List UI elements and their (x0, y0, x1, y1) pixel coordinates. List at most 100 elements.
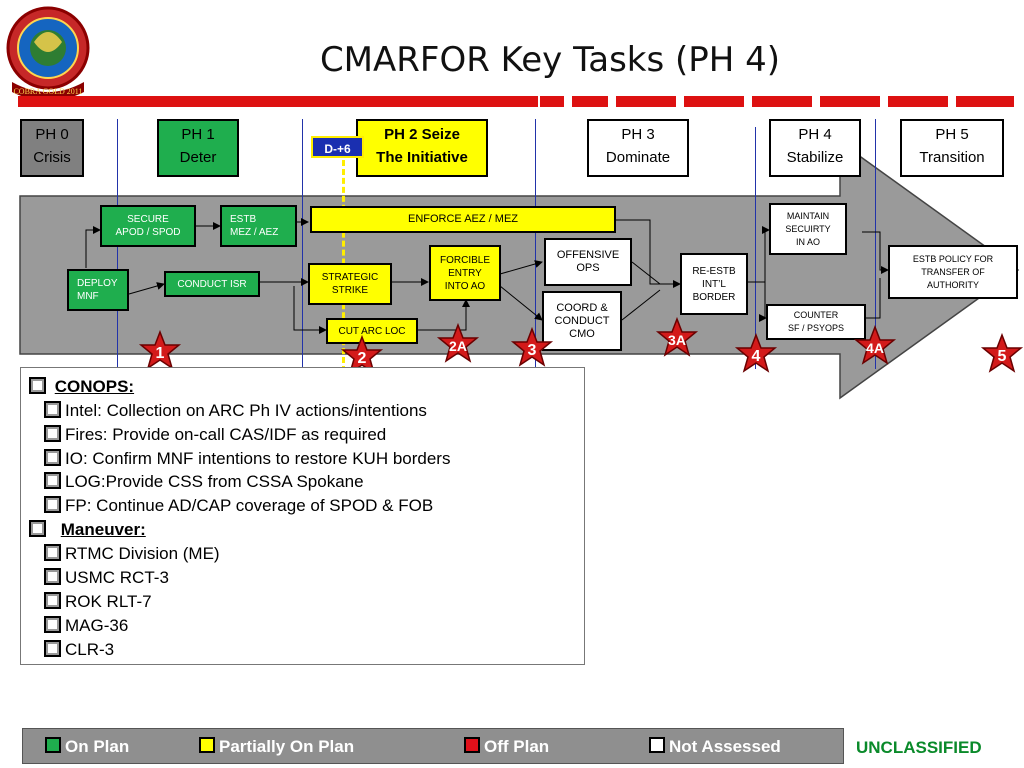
task-line: STRATEGIC (321, 272, 379, 283)
phase-line2: Transition (919, 149, 985, 166)
task-line: SECUIRTY (785, 223, 831, 234)
band-segment (572, 96, 608, 107)
task-line: TRANSFER OF (921, 266, 985, 277)
checkbox-icon (44, 472, 61, 489)
checkbox-icon (44, 425, 61, 442)
checkbox-icon (44, 592, 61, 609)
phase-1: PH 1 Deter (157, 119, 239, 177)
task-strategic-strike: STRATEGIC STRIKE (308, 263, 392, 305)
band-segment (956, 96, 1014, 107)
conops-item: FP: Continue AD/CAP coverage of SPOD & F… (44, 496, 433, 516)
phase-line1: PH 0 (35, 126, 69, 143)
checkbox-icon (44, 568, 61, 585)
red-square-icon (464, 737, 480, 753)
checkbox-icon (44, 496, 61, 513)
checkbox-icon (29, 377, 46, 394)
phase-divider (875, 119, 876, 369)
phase-line1: PH 1 (181, 126, 215, 143)
legend-label: Not Assessed (669, 737, 781, 756)
decision-point-stars: 1 2 2A 3 3A 4 4A 5 (140, 318, 1022, 374)
band-segment (888, 96, 948, 107)
band-segment (540, 96, 564, 107)
task-line: DEPLOY (77, 278, 118, 289)
classification-label: UNCLASSIFIED (856, 738, 982, 757)
legend-off-plan: Off Plan (464, 737, 549, 757)
task-line: SECURE (127, 214, 169, 225)
task-line: MAINTAIN (786, 210, 830, 221)
task-secure-apod-spod: SECURE APOD / SPOD (100, 205, 196, 247)
phase-line1: PH 5 (935, 126, 969, 143)
conops-item-text: LOG:Provide CSS from CSSA Spokane (65, 472, 364, 491)
task-connectors (85, 218, 889, 334)
phase-line2: The Initiative (376, 149, 468, 166)
yellow-square-icon (199, 737, 215, 753)
task-estb-mez-aez: ESTB MEZ / AEZ (220, 205, 297, 247)
task-line: APOD / SPOD (115, 227, 181, 238)
task-line: COORD & (556, 301, 608, 314)
star-label: 3 (528, 342, 537, 359)
task-line: ESTB POLICY FOR (912, 253, 994, 264)
task-line: OPS (576, 262, 600, 274)
maneuver-item-text: USMC RCT-3 (65, 568, 169, 587)
star-2a: 2A (438, 324, 478, 362)
star-3a: 3A (657, 318, 697, 356)
task-line: BORDER (692, 291, 736, 303)
conops-item: LOG:Provide CSS from CSSA Spokane (44, 472, 364, 492)
conops-item: Fires: Provide on-call CAS/IDF as requir… (44, 425, 386, 445)
header-band (18, 96, 538, 107)
phase-2: PH 2 Seize The Initiative (356, 119, 488, 177)
band-segment (752, 96, 812, 107)
status-legend: On Plan Partially On Plan Off Plan Not A… (22, 728, 844, 764)
task-line: SF / PSYOPS (787, 323, 845, 333)
phase-5: PH 5 Transition (900, 119, 1004, 177)
task-line: COUNTER (793, 310, 839, 320)
maneuver-heading: Maneuver: (60, 520, 146, 539)
task-line: IN AO (795, 236, 820, 247)
page-title: CMARFOR Key Tasks (PH 4) (319, 40, 781, 80)
star-label: 2A (449, 338, 467, 354)
checkbox-icon (44, 401, 61, 418)
task-line: RE-ESTB (692, 265, 736, 277)
task-line: ESTB (230, 214, 257, 225)
star-label: 4 (752, 348, 761, 365)
phase-line2: Crisis (33, 149, 71, 166)
task-cut-arc-loc: CUT ARC LOC (326, 318, 418, 344)
star-1: 1 (140, 331, 180, 369)
task-line: MEZ / AEZ (230, 227, 279, 238)
white-square-icon (649, 737, 665, 753)
maneuver-item: MAG-36 (44, 616, 128, 636)
phase-divider (535, 119, 536, 369)
phase-line2: Dominate (605, 149, 671, 166)
star-label: 3A (668, 332, 686, 348)
maneuver-item-text: RTMC Division (ME) (65, 544, 220, 563)
phase-divider (302, 119, 303, 369)
maneuver-item-text: MAG-36 (65, 616, 129, 635)
green-square-icon (45, 737, 61, 753)
task-line: INT’L (702, 278, 726, 290)
phase-3: PH 3 Dominate (587, 119, 689, 177)
phase-line1: PH 3 (621, 126, 655, 143)
maneuver-heading-row: Maneuver: (29, 520, 146, 540)
star-label: 2 (358, 350, 367, 367)
conops-item-text: Fires: Provide on-call CAS/IDF as requir… (65, 425, 387, 444)
phase-0: PH 0 Crisis (20, 119, 84, 177)
legend-on-plan: On Plan (45, 737, 129, 757)
logo-text: COBRA GOLD 2011 (13, 87, 82, 96)
checkbox-icon (44, 544, 61, 561)
task-line: STRIKE (331, 285, 369, 296)
conops-panel: CONOPS: Intel: Collection on ARC Ph IV a… (20, 367, 585, 665)
legend-partially-on-plan: Partially On Plan (199, 737, 354, 757)
phase-4: PH 4 Stabilize (769, 119, 861, 177)
conops-item-text: FP: Continue AD/CAP coverage of SPOD & F… (65, 496, 434, 515)
maneuver-item: ROK RLT-7 (44, 592, 152, 612)
phase-line2: Stabilize (786, 149, 844, 166)
task-line: CMO (569, 327, 595, 340)
legend-label: On Plan (65, 737, 130, 756)
task-maintain-security: MAINTAIN SECUIRTY IN AO (769, 203, 847, 255)
legend-label: Partially On Plan (219, 737, 355, 756)
